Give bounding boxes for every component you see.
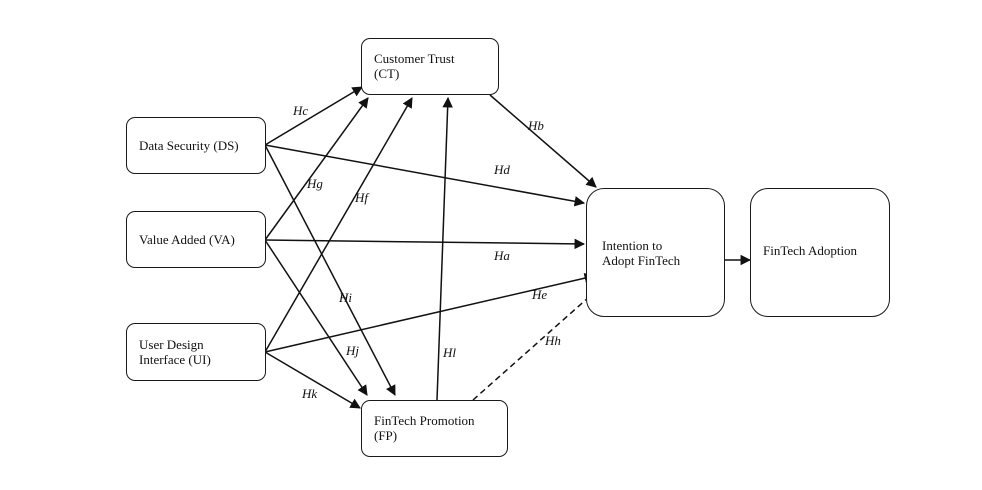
edge-fp-to-ct bbox=[436, 96, 453, 401]
edge-ds-to-fp bbox=[264, 144, 396, 396]
node-label: Intention to Adopt FinTech bbox=[602, 237, 681, 268]
node-label: User Design Interface (UI) bbox=[139, 337, 211, 367]
edge-ds-to-ct bbox=[264, 86, 363, 146]
node-label: Value Added (VA) bbox=[139, 232, 235, 247]
edge-fp-to-ita bbox=[472, 288, 599, 401]
node-label: FinTech Promotion (FP) bbox=[374, 413, 475, 443]
node-fintech-promotion: FinTech Promotion (FP) bbox=[361, 400, 508, 457]
edge-label-hk: Hk bbox=[302, 386, 318, 401]
edge-va-to-fp bbox=[264, 239, 368, 396]
edge-label-hj: Hj bbox=[346, 343, 359, 358]
edge-label-he: He bbox=[532, 287, 548, 302]
edge-ui-to-fp bbox=[264, 351, 361, 409]
node-label: FinTech Adoption bbox=[763, 243, 858, 258]
edge-label-hi: Hi bbox=[339, 290, 352, 305]
node-fintech-adoption: FinTech Adoption bbox=[750, 188, 890, 317]
edge-label-hb: Hb bbox=[528, 118, 544, 133]
edge-va-to-ct bbox=[264, 97, 369, 241]
edge-ui-to-ct bbox=[264, 97, 413, 353]
node-customer-trust: Customer Trust (CT) bbox=[361, 38, 499, 95]
node-intention-to-adopt: Intention to Adopt FinTech bbox=[586, 188, 725, 317]
edge-label-hf: Hf bbox=[355, 190, 368, 205]
edge-label-hd: Hd bbox=[494, 162, 510, 177]
node-label: Data Security (DS) bbox=[139, 138, 239, 153]
edge-va-to-ita bbox=[264, 238, 586, 250]
node-user-design-interface: User Design Interface (UI) bbox=[126, 323, 266, 381]
edge-ct-to-ita bbox=[489, 94, 597, 188]
edge-label-hg: Hg bbox=[307, 176, 323, 191]
edge-label-hc: Hc bbox=[293, 103, 309, 118]
edge-label-hl: Hl bbox=[443, 345, 456, 360]
edge-label-ha: Ha bbox=[494, 248, 510, 263]
edge-ds-to-ita bbox=[264, 144, 586, 207]
node-data-security: Data Security (DS) bbox=[126, 117, 266, 174]
node-label: Customer Trust (CT) bbox=[374, 51, 455, 81]
edge-label-hh: Hh bbox=[545, 333, 561, 348]
node-value-added: Value Added (VA) bbox=[126, 211, 266, 268]
edge-ui-to-ita bbox=[264, 273, 596, 353]
